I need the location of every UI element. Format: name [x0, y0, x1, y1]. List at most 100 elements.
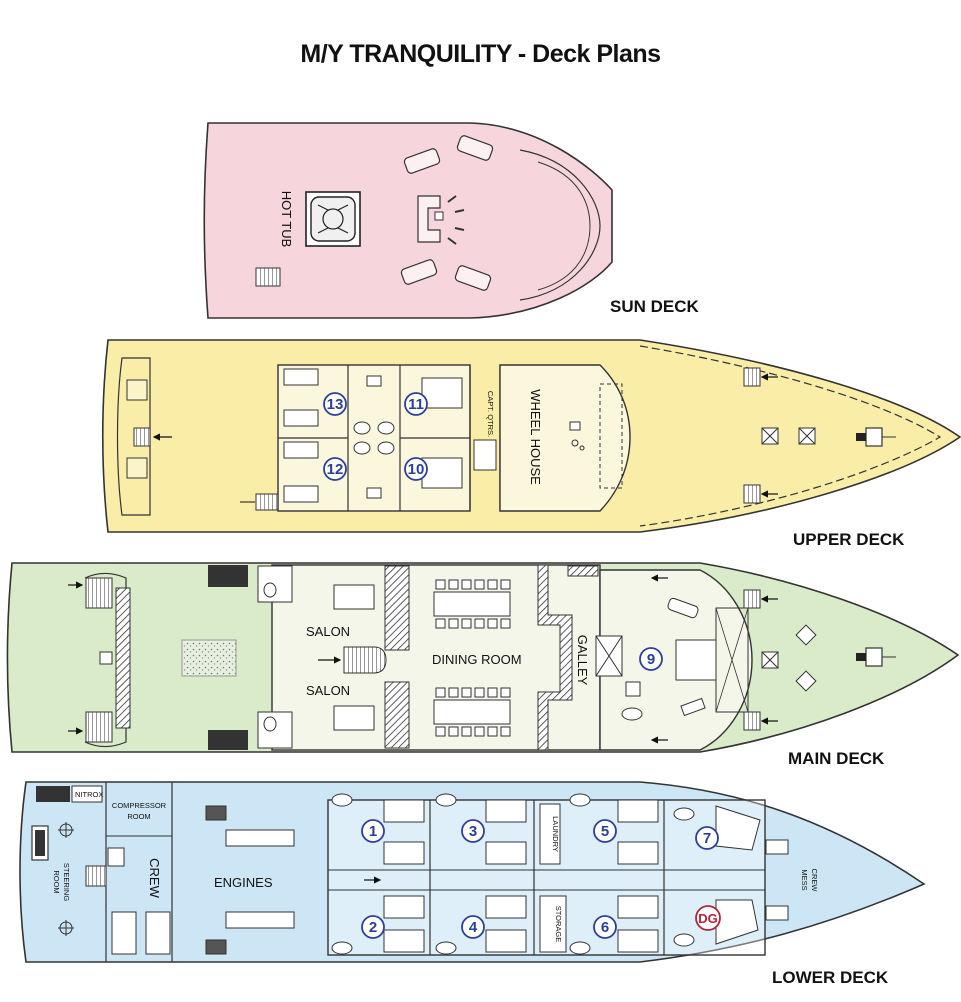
compressor-room-label-2: ROOM [127, 812, 150, 821]
main-hatches [761, 624, 817, 692]
cabin-5-badge: 5 [593, 819, 617, 843]
main-dark-block-bottom [208, 730, 248, 750]
svg-text:4: 4 [469, 919, 478, 936]
svg-text:7: 7 [703, 830, 711, 847]
sun-lounger-top-left [403, 148, 441, 174]
lower-deck: NITROX COMPRESSOR ROOM STEERING ROOM CRE… [19, 781, 926, 987]
upper-bathrooms [353, 375, 395, 499]
storage-room [539, 895, 567, 953]
salon-sofa-bottom [333, 705, 375, 731]
capt-qtrs-label: CAPT. QTRS. [486, 391, 495, 437]
main-dark-block-top [208, 565, 248, 587]
dg-badge: DG [695, 905, 721, 931]
upper-side-stairs [255, 493, 279, 511]
upper-windlass [856, 427, 896, 447]
hot-tub [305, 191, 361, 247]
upper-beds [283, 368, 463, 503]
sun-deck-label: SUN DECK [610, 297, 700, 316]
sun-lounger-bottom-right [454, 265, 492, 291]
lower-beds [383, 799, 761, 953]
main-aft-box [99, 651, 113, 665]
master-toilet [625, 681, 641, 697]
main-stair-wall-bottom [384, 681, 410, 749]
page-title: M/Y TRANQUILITY - Deck Plans [300, 40, 661, 68]
svg-text:3: 3 [469, 823, 477, 840]
svg-text:6: 6 [601, 919, 609, 936]
svg-text:1: 1 [369, 823, 377, 840]
cabin-3-badge: 3 [461, 819, 485, 843]
upper-hatches [761, 427, 816, 445]
dining-room-label: DINING ROOM [432, 652, 522, 667]
wheel-house-label: WHEEL HOUSE [528, 389, 543, 485]
svg-text:9: 9 [647, 651, 655, 668]
sun-lounger-top-right [456, 135, 494, 161]
cabin-11-badge: 11 [404, 392, 428, 416]
svg-text:13: 13 [327, 396, 344, 413]
crew-head [107, 847, 125, 867]
cabin-9-badge: 9 [639, 647, 663, 671]
galley-wall [537, 564, 573, 751]
cabin-13-badge: 13 [323, 392, 347, 416]
main-aft-stairs-bottom [85, 711, 113, 743]
storage-label: STORAGE [554, 906, 563, 943]
sun-deck: HOT TUB SUN DECK [203, 122, 700, 319]
master-bed [675, 639, 717, 681]
sun-deck-rail [519, 149, 601, 301]
svg-text:10: 10 [408, 461, 425, 478]
svg-text:2: 2 [369, 919, 377, 936]
crew-bunk-2 [145, 911, 171, 955]
wheel-house-window [599, 383, 623, 489]
main-deck: SALON SALON DINING ROOM GALLEY [6, 562, 960, 768]
upper-aft-box-top [126, 379, 148, 401]
master-bath [621, 707, 643, 721]
svg-text:11: 11 [408, 396, 424, 413]
cabin-6-badge: 6 [593, 915, 617, 939]
hot-tub-label: HOT TUB [279, 191, 294, 248]
upper-deck-label: UPPER DECK [793, 530, 905, 549]
salon-sofa-top [333, 584, 375, 610]
main-central-stairs [343, 646, 387, 674]
sun-deck-rail-inner [537, 161, 591, 291]
upper-aft-bench [116, 357, 151, 516]
sun-deck-hull [203, 122, 613, 319]
main-fore-stairs-bottom [743, 711, 761, 731]
main-aft-stairs-top [85, 577, 113, 609]
main-fore-stairs-top [743, 589, 761, 609]
lower-aft-stairs [85, 865, 107, 887]
laundry-room [539, 803, 561, 865]
main-head-bottom [257, 711, 293, 749]
sun-deck-bar [417, 195, 465, 245]
engines [205, 805, 295, 955]
nitrox-label: NITROX [75, 790, 103, 799]
cabin-12-badge: 12 [323, 457, 347, 481]
rudder-top [58, 822, 74, 838]
crew-mess-label-1: CREW [810, 869, 819, 893]
cabin-2-badge: 2 [361, 915, 385, 939]
upper-fore-stairs-bottom [743, 484, 761, 504]
svg-text:5: 5 [601, 823, 609, 840]
master-wardrobe [715, 607, 749, 713]
main-head-top [257, 565, 293, 603]
helm-station [569, 421, 585, 451]
steering-room-label-2: ROOM [52, 870, 61, 893]
wheel-house [499, 364, 631, 512]
svg-text:DG: DG [698, 911, 718, 926]
cabin-4-badge: 4 [461, 915, 485, 939]
dining-table-top [433, 579, 511, 629]
upper-aft-stairs [133, 427, 151, 447]
sun-lounger-bottom-left [400, 259, 438, 285]
main-deck-label: MAIN DECK [788, 749, 885, 768]
main-aft-bench [115, 587, 131, 729]
main-windlass [856, 647, 896, 667]
lower-deck-label: LOWER DECK [772, 968, 889, 987]
upper-aft-box-bottom [126, 457, 148, 479]
main-stair-wall-top [384, 565, 410, 651]
nitrox-tank [36, 786, 70, 802]
cabin-10-badge: 10 [404, 457, 428, 481]
rudder-bottom [58, 920, 74, 936]
cabin-1-badge: 1 [361, 819, 385, 843]
salon-label-top: SALON [306, 624, 350, 639]
svg-text:12: 12 [327, 461, 344, 478]
crew-mess-label-2: MESS [800, 869, 809, 890]
